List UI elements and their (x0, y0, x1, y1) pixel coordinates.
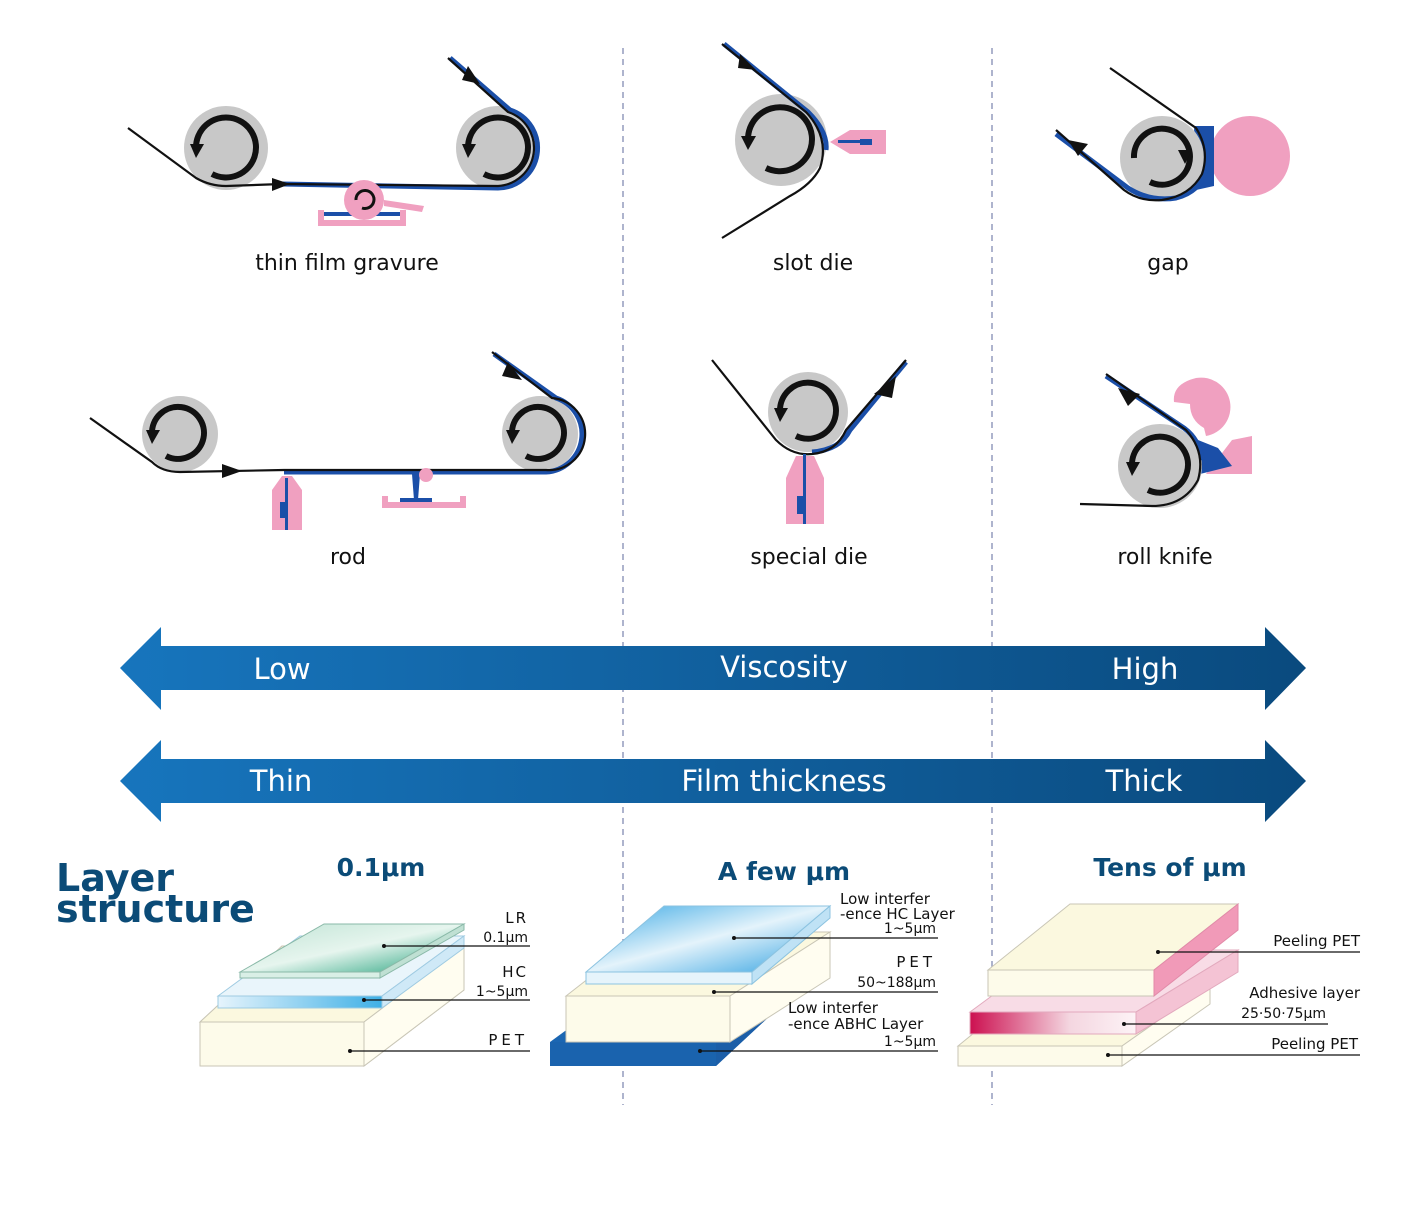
stack-2-top-line1: Low interfer (840, 890, 931, 908)
thickness-thick-label: Thick (1105, 764, 1183, 798)
peeling-pet-top (987, 969, 1155, 997)
caption-slot-die: slot die (773, 251, 853, 276)
caption-gap: gap (1147, 251, 1188, 276)
film-web (721, 43, 824, 239)
layer-stack-3: Tens of μm Peeling PET Adhesive layer 25… (956, 853, 1361, 1067)
rotation-arrow-icon (1128, 433, 1191, 496)
thickness-title: Film thickness (681, 764, 886, 798)
adhesive-layer (969, 1011, 1137, 1035)
rotation-arrow-icon (148, 403, 207, 462)
coating-pan (318, 210, 406, 226)
layer-stack-1: 0.1μm LR 0.1μm HC 1~5μm PET (198, 853, 530, 1068)
pink-roll (1210, 116, 1290, 196)
flow-arrow-icon (738, 54, 756, 70)
rotation-arrow-icon (1130, 125, 1193, 188)
method-roll-knife: roll knife (1079, 373, 1252, 570)
rotation-arrow-icon (354, 189, 376, 210)
layer-stack-2: A few μm Low interfer -ence HC Layer 1~5… (550, 857, 956, 1066)
stack-1-pet-label: PET (488, 1031, 528, 1049)
stack-2-bottom-size: 1~5μm (884, 1034, 936, 1050)
stack-2-title: A few μm (718, 857, 850, 886)
stack-3-peel-top: Peeling PET (1273, 932, 1361, 950)
method-thin-film-gravure: thin film gravure (127, 56, 541, 276)
caption-rod: rod (330, 545, 366, 570)
viscosity-title: Viscosity (720, 650, 848, 684)
flow-arrow-icon (222, 464, 242, 478)
rotation-arrow-icon (508, 403, 567, 462)
stack-2-bottom-line1: Low interfer (788, 999, 879, 1017)
double-arrow (120, 740, 1306, 822)
method-gap: gap (1054, 67, 1290, 276)
film-web (711, 359, 907, 456)
flow-arrow-icon (272, 178, 290, 191)
stack-1-lr-size: 0.1μm (483, 930, 528, 946)
doctor-blade (384, 200, 424, 212)
flow-arrow-icon (462, 66, 480, 84)
viscosity-low-label: Low (253, 652, 310, 686)
stack-1-lr-label: LR (505, 909, 528, 927)
film-web (1079, 373, 1202, 508)
caption-special-die: special die (750, 545, 867, 570)
method-slot-die: slot die (721, 42, 886, 276)
film-web (89, 351, 587, 474)
stack-1-hc-size: 1~5μm (476, 984, 528, 1000)
stack-2-pet-size: 50~188μm (857, 975, 936, 991)
stack-3-adhesive-size: 25·50·75μm (1241, 1006, 1326, 1022)
stack-3-peel-bottom: Peeling PET (1271, 1035, 1359, 1053)
flow-arrow-icon (1118, 388, 1140, 406)
film-web (1055, 67, 1207, 202)
film-web (127, 57, 536, 188)
method-rod: rod (89, 351, 587, 570)
double-arrow (120, 627, 1306, 710)
gravure-roll (344, 180, 384, 220)
caption-thin-film-gravure: thin film gravure (255, 251, 439, 276)
knife-roll (1173, 377, 1231, 436)
stack-1-title: 0.1μm (337, 853, 426, 882)
coated-film (1054, 132, 1209, 202)
thickness-scale: Thin Film thickness Thick (120, 740, 1306, 822)
coated-film (281, 56, 541, 191)
layer-structure-title-line2: structure (56, 887, 255, 931)
flow-arrow-icon (874, 376, 896, 398)
coated-film (722, 42, 829, 151)
rotation-arrow-icon (464, 114, 531, 181)
metering-rod (419, 468, 433, 482)
stack-2-top-size: 1~5μm (884, 921, 936, 937)
flow-arrow-icon (1068, 140, 1088, 156)
layer-structure-title-line1: Layer (56, 856, 174, 900)
method-special-die: special die (711, 359, 908, 570)
peeling-pet-bottom (957, 1045, 1123, 1067)
viscosity-scale: Low Viscosity High (120, 627, 1306, 710)
coating-bead (1198, 440, 1232, 474)
rotation-arrow-icon (192, 114, 259, 181)
stack-1-hc-label: HC (502, 963, 528, 981)
caption-roll-knife: roll knife (1117, 545, 1212, 570)
stack-2-bottom-line2: -ence ABHC Layer (788, 1015, 924, 1033)
rotation-arrow-icon (744, 104, 815, 175)
rotation-arrow-icon (776, 379, 839, 442)
stack-3-title: Tens of μm (1093, 853, 1246, 882)
rod-stand (400, 474, 432, 502)
viscosity-high-label: High (1112, 652, 1179, 686)
flow-arrow-icon (502, 362, 522, 380)
stack-3-adhesive: Adhesive layer (1249, 984, 1361, 1002)
stack-2-pet-label: PET (896, 953, 936, 971)
stack-2-top-line2: -ence HC Layer (840, 905, 956, 923)
thickness-thin-label: Thin (249, 764, 313, 798)
